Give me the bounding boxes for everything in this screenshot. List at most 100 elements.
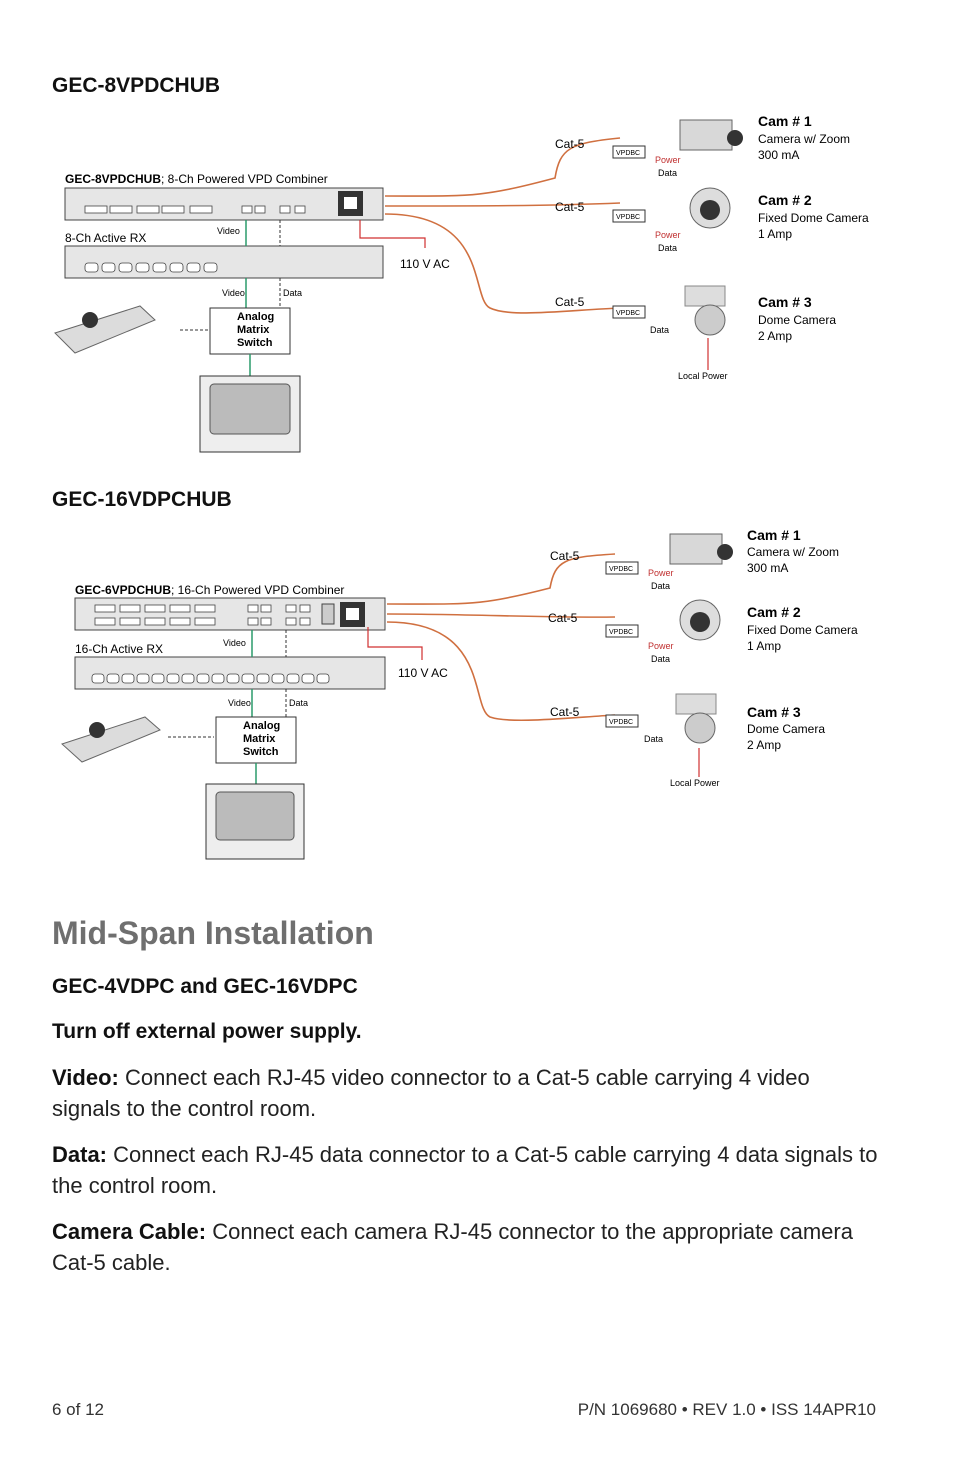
monitor-icon <box>205 783 305 860</box>
cam1-line1: Camera w/ Zoom <box>747 545 839 559</box>
combiner-unit <box>64 187 384 221</box>
page-number: 6 of 12 <box>52 1400 104 1419</box>
ptz-dome-camera-icon <box>675 693 717 744</box>
ptz-dome-camera-icon <box>684 285 726 336</box>
cam2-line2: 1 Amp <box>747 639 781 653</box>
video-label: Video <box>217 226 240 236</box>
box-camera-icon <box>669 533 733 565</box>
vpdbc-label-2: VPDBC <box>609 629 633 636</box>
rx-label: 8-Ch Active RX <box>65 231 146 245</box>
data-label-1: Data <box>651 581 670 591</box>
vpdbc-label-1: VPDBC <box>609 566 633 573</box>
local-power-label: Local Power <box>678 371 728 381</box>
cat5-label-2: Cat-5 <box>555 200 585 214</box>
cat5-cables <box>386 553 616 722</box>
fixed-dome-camera-icon <box>679 599 721 641</box>
cat5-label-1: Cat-5 <box>555 137 585 151</box>
rx-unit <box>64 245 384 279</box>
instruction: Turn off external power supply. <box>52 1020 362 1043</box>
rx-ports <box>84 262 218 273</box>
combiner-ports <box>84 205 306 214</box>
cam2-line1: Fixed Dome Camera <box>747 623 858 637</box>
rx-label: 16-Ch Active RX <box>75 642 163 656</box>
power-switch-icon <box>321 603 335 625</box>
diagram1-svg: GEC-8VPDCHUB; 8-Ch Powered VPD Combiner … <box>54 113 869 453</box>
combiner-model: GEC-6VPDCHUB <box>75 583 171 597</box>
keyboard-controller-icon <box>61 716 161 763</box>
paragraph-video-text: Connect each RJ-45 video connector to a … <box>52 1065 810 1121</box>
cam1-line2: 300 mA <box>758 148 799 162</box>
power-label-2: Power <box>655 230 681 240</box>
diagram1-heading: GEC-8VPDCHUB <box>52 74 221 97</box>
cam3-line2: 2 Amp <box>758 329 792 343</box>
monitor-icon <box>199 375 301 453</box>
vpdbc-label-3: VPDBC <box>609 719 633 726</box>
cam1-line2: 300 mA <box>747 561 788 575</box>
diagram2-svg: GEC-6VPDCHUB; 16-Ch Powered VPD Combiner… <box>61 527 858 860</box>
power-label-1: Power <box>648 568 674 578</box>
cat5-label-3: Cat-5 <box>550 705 580 719</box>
cam2-line1: Fixed Dome Camera <box>758 211 869 225</box>
power-label-1: Power <box>655 155 681 165</box>
combiner-ports <box>94 604 311 626</box>
diagram1: GEC-8VPDCHUB; 8-Ch Powered VPD Combiner … <box>50 108 900 458</box>
analog-matrix-switch <box>209 307 291 355</box>
switch-line-3: Switch <box>237 337 273 349</box>
rx-ports <box>91 673 330 684</box>
cam1-title: Cam # 1 <box>758 113 812 129</box>
cam2-line2: 1 Amp <box>758 227 792 241</box>
cam2-title: Cam # 2 <box>758 192 812 208</box>
combiner-label: GEC-6VPDCHUB; 16-Ch Powered VPD Combiner <box>75 583 344 597</box>
ac-label: 110 V AC <box>398 666 448 680</box>
video-label-2: Video <box>228 698 251 708</box>
cam1-title: Cam # 1 <box>747 527 801 543</box>
combiner-label: GEC-8VPDCHUB; 8-Ch Powered VPD Combiner <box>65 172 328 186</box>
paragraph-camera-cable-label: Camera Cable: <box>52 1219 207 1244</box>
switch-line-1: Analog <box>243 720 280 732</box>
cat5-label-2: Cat-5 <box>548 611 578 625</box>
switch-line-3: Switch <box>243 746 279 758</box>
vpdbc-baluns <box>612 145 646 319</box>
data-label-3: Data <box>650 325 669 335</box>
switch-line-2: Matrix <box>237 324 270 336</box>
box-camera-icon <box>679 119 743 151</box>
data-label-2: Data <box>658 243 677 253</box>
fixed-dome-camera-icon <box>689 187 731 229</box>
paragraph-camera-cable-text: Connect each camera RJ-45 connector to t… <box>52 1219 853 1275</box>
cam3-title: Cam # 3 <box>758 294 812 310</box>
cam1-line1: Camera w/ Zoom <box>758 132 850 146</box>
cam3-line1: Dome Camera <box>758 313 836 327</box>
paragraph-data-text: Connect each RJ-45 data connector to a C… <box>52 1142 878 1198</box>
vpdbc-label-3: VPDBC <box>616 310 640 317</box>
data-label: Data <box>283 288 302 298</box>
cam3-line2: 2 Amp <box>747 738 781 752</box>
video-label-2: Video <box>222 288 245 298</box>
paragraph-video-label: Video: <box>52 1065 119 1090</box>
video-label: Video <box>223 638 246 648</box>
combiner-desc: ; 8-Ch Powered VPD Combiner <box>161 172 328 186</box>
data-label-3: Data <box>644 734 663 744</box>
paragraph-video: Video: Connect each RJ-45 video connecto… <box>52 1062 882 1124</box>
keyboard-controller-icon <box>54 305 156 354</box>
section-title: Mid-Span Installation <box>52 915 374 951</box>
part-number: P/N 1069680 • REV 1.0 • ISS 14APR10 <box>577 1400 876 1419</box>
switch-line-1: Analog <box>237 311 274 323</box>
paragraph-data-label: Data: <box>52 1142 108 1167</box>
diagram2-heading: GEC-16VDPCHUB <box>52 488 232 511</box>
combiner-model: GEC-8VPDCHUB <box>65 172 161 186</box>
data-label-2: Data <box>651 654 670 664</box>
power-label-2: Power <box>648 641 674 651</box>
paragraph-camera-cable: Camera Cable: Connect each camera RJ-45 … <box>52 1216 882 1278</box>
cam3-title: Cam # 3 <box>747 704 801 720</box>
combiner-desc: ; 16-Ch Powered VPD Combiner <box>171 583 344 597</box>
local-power-label: Local Power <box>670 778 720 788</box>
cat5-label-3: Cat-5 <box>555 295 585 309</box>
cat5-cables <box>384 137 621 314</box>
cam3-line1: Dome Camera <box>747 722 825 736</box>
diagram2: GEC-6VPDCHUB; 16-Ch Powered VPD Combiner… <box>50 522 900 867</box>
switch-line-2: Matrix <box>243 733 276 745</box>
data-label: Data <box>289 698 308 708</box>
analog-matrix-switch <box>215 716 297 764</box>
vpdbc-label-1: VPDBC <box>616 150 640 157</box>
cat5-label-1: Cat-5 <box>550 549 580 563</box>
